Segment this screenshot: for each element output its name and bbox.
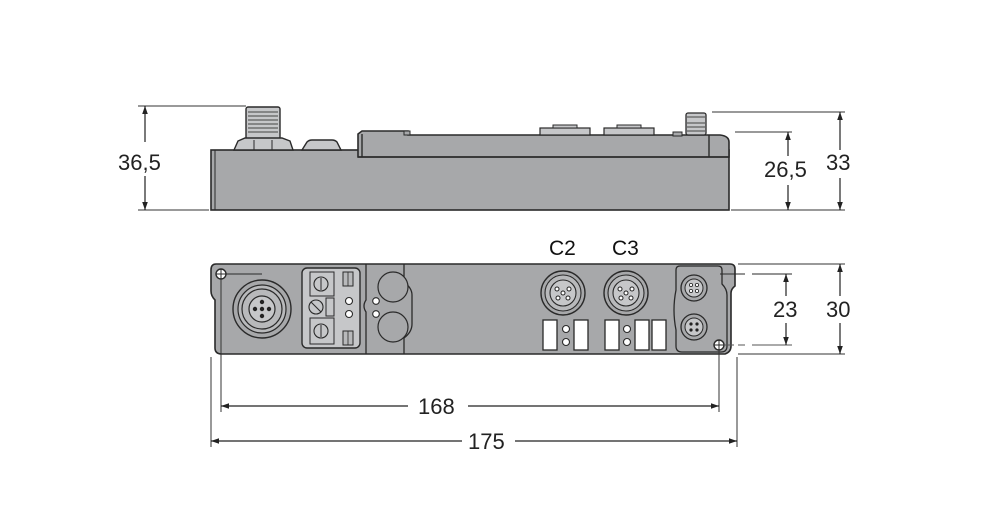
mounting-hole-left bbox=[215, 268, 227, 280]
dim-23-label: 23 bbox=[773, 297, 797, 322]
front-view: C2 C3 bbox=[210, 237, 850, 454]
led-panel bbox=[363, 264, 413, 354]
dimension-housing-height: 26,5 bbox=[731, 131, 845, 211]
dim-30-label: 30 bbox=[826, 297, 850, 322]
m12-connector-front bbox=[232, 279, 292, 339]
dimension-horizontal-hole-spacing: 168 bbox=[221, 394, 719, 419]
dimension-width: 30 bbox=[738, 263, 850, 355]
dim-175-label: 175 bbox=[468, 429, 505, 454]
dimension-overall-height-right: 33 bbox=[712, 111, 850, 210]
dimension-vertical-hole-spacing: 23 bbox=[773, 274, 797, 345]
dim-36-5-label: 36,5 bbox=[118, 150, 161, 175]
connector-label-c3: C3 bbox=[612, 237, 639, 260]
m12-connector-side bbox=[232, 106, 294, 151]
connector-caps-side bbox=[539, 124, 655, 136]
connector-c2: C2 bbox=[540, 237, 589, 351]
m8-connector-panel bbox=[673, 265, 728, 353]
dim-26-5-label: 26,5 bbox=[764, 157, 807, 182]
m8-connector-side bbox=[672, 112, 707, 137]
side-view: 36,5 26,5 33 bbox=[118, 105, 850, 211]
dim-33-label: 33 bbox=[826, 150, 850, 175]
terminal-block bbox=[301, 267, 361, 349]
status-led-dome bbox=[300, 139, 343, 151]
housing-body bbox=[210, 149, 730, 211]
raised-cover bbox=[357, 130, 730, 158]
dimension-overall-height-left: 36,5 bbox=[118, 105, 246, 211]
dimension-overall-length: 175 bbox=[211, 429, 737, 454]
mounting-hole-right bbox=[713, 339, 725, 351]
connector-label-c2: C2 bbox=[549, 237, 576, 260]
connector-c3: C3 bbox=[603, 237, 667, 351]
dim-168-label: 168 bbox=[418, 394, 455, 419]
